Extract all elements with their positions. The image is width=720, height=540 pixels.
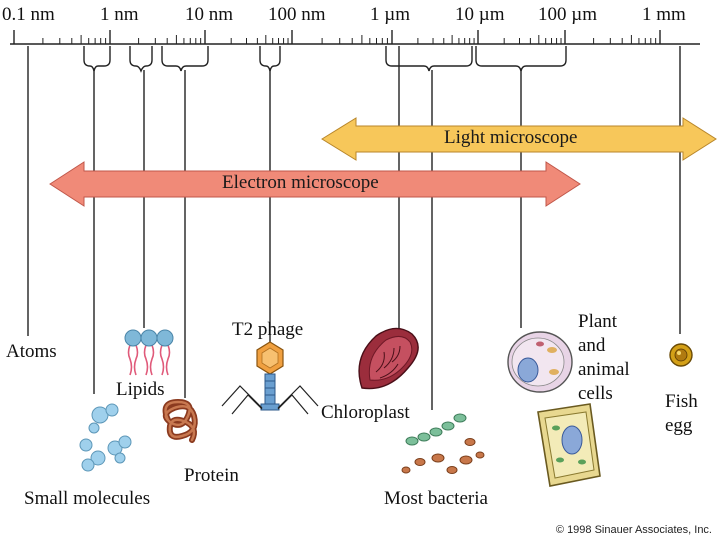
copyright-notice: © 1998 Sinauer Associates, Inc. xyxy=(555,524,712,536)
label-plant-animal-cells-line: Plant xyxy=(578,311,618,332)
bracket-cells xyxy=(475,46,567,72)
label-fish-egg-line: Fish xyxy=(665,391,698,412)
label-plant-animal-cells-line: and xyxy=(578,335,606,356)
label-plant-animal-cells-line: animal xyxy=(578,359,630,380)
label-fish-egg: Fish egg xyxy=(665,390,698,438)
bracket-protein xyxy=(161,46,209,72)
scale-label-10um: 10 µm xyxy=(455,4,505,25)
bracket-lipids xyxy=(129,46,153,73)
label-protein: Protein xyxy=(184,465,239,486)
electron-microscope-arrow xyxy=(49,161,581,207)
electron-microscope-label: Electron microscope xyxy=(222,172,379,193)
bracket-small-molecules xyxy=(83,46,111,72)
label-small-molecules: Small molecules xyxy=(24,488,151,509)
scale-label-0-1nm: 0.1 nm xyxy=(2,4,55,25)
chloroplast-illustration xyxy=(358,327,419,390)
scale-label-1nm: 1 nm xyxy=(100,4,139,25)
light-microscope-arrow xyxy=(321,117,717,161)
label-lipids: Lipids xyxy=(116,379,165,400)
label-fish-egg-line: egg xyxy=(665,415,693,436)
label-atoms: Atoms xyxy=(6,341,57,362)
lipids-illustration xyxy=(124,329,174,376)
bracket-t2-phage xyxy=(259,46,281,72)
label-chloroplast: Chloroplast xyxy=(321,402,410,423)
label-most-bacteria: Most bacteria xyxy=(384,488,488,509)
bracket-bacteria xyxy=(385,46,473,72)
scale-label-1mm: 1 mm xyxy=(642,4,686,25)
fish-egg-illustration xyxy=(669,343,693,367)
small-molecules-illustration xyxy=(79,403,132,472)
t2-phage-illustration xyxy=(221,341,319,415)
label-plant-animal-cells-line: cells xyxy=(578,383,613,404)
light-microscope-label: Light microscope xyxy=(444,127,578,148)
scale-label-1um: 1 µm xyxy=(370,4,410,25)
bacteria-illustration xyxy=(401,413,485,474)
plant-cell-illustration xyxy=(537,403,601,487)
scale-label-100nm: 100 nm xyxy=(268,4,326,25)
scale-label-100um: 100 µm xyxy=(538,4,597,25)
scale-ticks xyxy=(13,30,661,44)
animal-cell-illustration xyxy=(507,331,573,393)
label-plant-animal-cells: Plant and animal cells xyxy=(578,310,630,406)
protein-illustration-highlight xyxy=(164,400,196,442)
size-brackets xyxy=(83,46,567,73)
label-t2-phage: T2 phage xyxy=(232,319,304,340)
scale-label-10nm: 10 nm xyxy=(185,4,234,25)
